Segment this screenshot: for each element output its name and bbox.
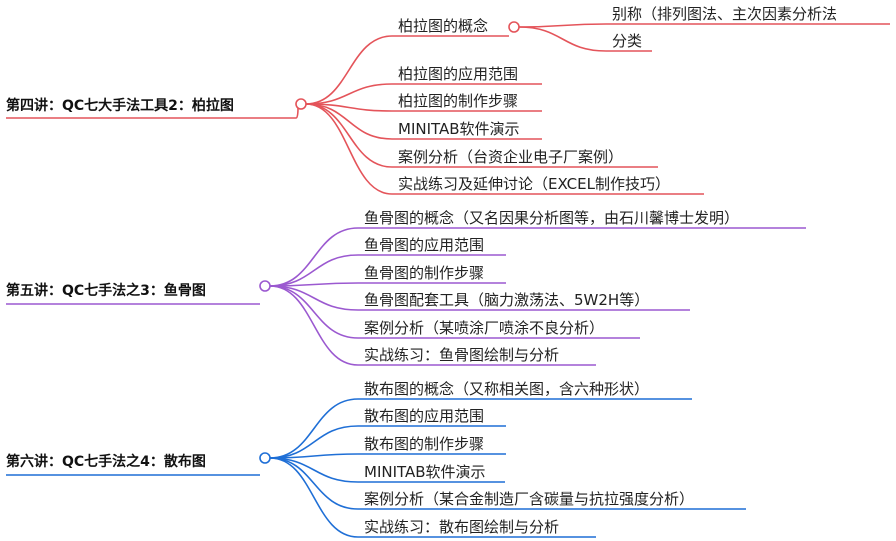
- branch-1-sub-connector-2: [518, 26, 607, 52]
- branch-2-item-4: 鱼骨图配套工具（脑力激荡法、5W2H等）: [364, 291, 650, 309]
- branch-1-item-1-node: [508, 21, 520, 33]
- branch-3-item-1: 散布图的概念（又称相关图，含六种形状）: [364, 380, 650, 398]
- branch-1-connector-6: [305, 103, 393, 195]
- branch-3-item-3: 散布图的制作步骤: [364, 435, 485, 453]
- branch-2-item-1: 鱼骨图的概念（又名因果分析图等，由石川馨博士发明）: [364, 209, 740, 227]
- branch-3-item-5: 案例分析（某合金制造厂含碳量与抗拉强度分析）: [364, 490, 695, 508]
- branch-3-connector-2: [269, 425, 359, 459]
- branch-1-item-5: 案例分析（台资企业电子厂案例）: [398, 148, 624, 166]
- branch-1-connector-2: [305, 83, 393, 105]
- branch-2-item-2: 鱼骨图的应用范围: [364, 236, 485, 254]
- branch-3-connector-5: [269, 457, 359, 510]
- branch-3-connector-1: [269, 398, 359, 459]
- branch-1-connector-1: [305, 35, 393, 105]
- branch-1-connector-5: [305, 103, 393, 168]
- branch-2-connector-2: [269, 254, 359, 287]
- branch-1-connector-4: [305, 103, 393, 140]
- branch-2-item-3: 鱼骨图的制作步骤: [364, 264, 485, 282]
- branch-1-item-1-child-1: 别称（排列图法、主次因素分析法: [612, 5, 838, 23]
- branch-1-sub-connector-1: [518, 23, 607, 28]
- branch-1-title: 第四讲：QC七大手法工具2：柏拉图: [6, 98, 234, 114]
- branch-2-title: 第五讲：QC七手法之3：鱼骨图: [6, 283, 206, 299]
- branch-3-item-2: 散布图的应用范围: [364, 407, 485, 425]
- branch-3-item-4: MINITAB软件演示: [364, 463, 486, 481]
- branch-1-root-node: [295, 98, 307, 110]
- branch-2-connector-1: [269, 227, 359, 287]
- branch-1-stem: [295, 107, 299, 119]
- branch-1-item-1-child-2: 分类: [612, 32, 643, 50]
- branch-3-item-6: 实战练习：散布图绘制与分析: [364, 518, 560, 536]
- branch-2-root-node: [259, 280, 271, 292]
- branch-1-item-3: 柏拉图的制作步骤: [398, 92, 519, 110]
- branch-1-item-4: MINITAB软件演示: [398, 120, 520, 138]
- branch-2-connector-6: [269, 285, 359, 366]
- branch-1-item-6: 实战练习及延伸讨论（EXCEL制作技巧）: [398, 175, 670, 193]
- branch-1-item-1: 柏拉图的概念: [398, 17, 489, 35]
- branch-2-connector-5: [269, 285, 359, 339]
- branch-2-item-5: 案例分析（某喷涂厂喷涂不良分析）: [364, 319, 605, 337]
- branch-3-title: 第六讲：QC七手法之4：散布图: [6, 454, 206, 470]
- branch-2-item-6: 实战练习：鱼骨图绘制与分析: [364, 346, 560, 364]
- branch-3-root-node: [259, 452, 271, 464]
- branch-3-connector-6: [269, 457, 359, 538]
- branch-1-item-2: 柏拉图的应用范围: [398, 65, 519, 83]
